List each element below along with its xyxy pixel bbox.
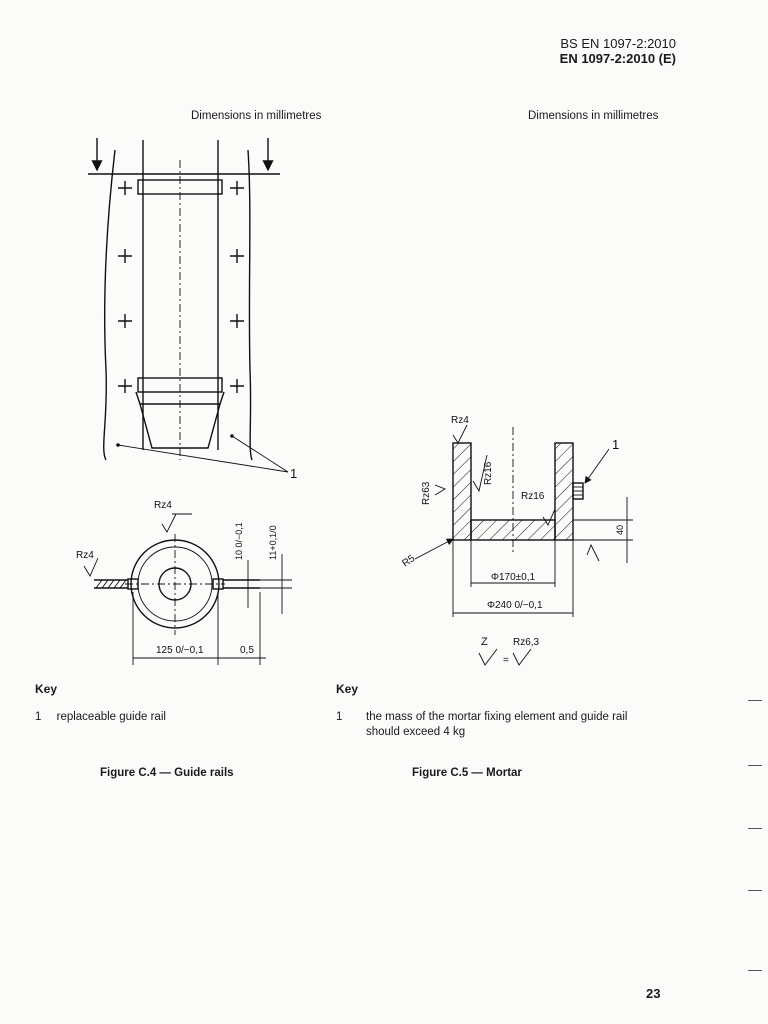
dim-05: 0,5	[240, 645, 254, 656]
left-dimensions-note: Dimensions in millimetres	[191, 110, 322, 122]
dim-11: 11+0,1/0	[268, 525, 278, 560]
mortar-drawing: 1 Rz4 Rz63 Rz16 Rz16 R5 40 Φ170±0,1 Φ240…	[400, 415, 633, 666]
rz4-top-label: Rz4	[154, 500, 172, 511]
right-key-heading: Key	[336, 682, 359, 696]
left-outer-edge	[103, 149, 116, 461]
margin-mark	[748, 700, 762, 701]
left-key-item: 1 replaceable guide rail	[35, 710, 295, 725]
r5-label: R5	[400, 553, 417, 570]
dim-40: 40	[615, 525, 625, 535]
margin-mark	[748, 890, 762, 891]
z-label: Z	[481, 636, 488, 648]
dim-170: Φ170±0,1	[491, 572, 535, 583]
equals-sign: =	[503, 655, 509, 666]
margin-mark	[748, 970, 762, 971]
rz16-label-b: Rz16	[521, 491, 545, 502]
right-key-text: the mass of the mortar fixing element an…	[366, 711, 628, 738]
margin-mark	[748, 765, 762, 766]
rz16-label-a: Rz16	[483, 461, 494, 485]
guide-rail-callout: 1	[290, 466, 297, 481]
rz4-left-label: Rz4	[76, 550, 94, 561]
left-key-heading: Key	[35, 682, 58, 696]
mortar-callout: 1	[612, 437, 619, 452]
margin-mark	[748, 828, 762, 829]
right-dimensions-note: Dimensions in millimetres	[528, 110, 659, 122]
right-key-item: 1 the mass of the mortar fixing element …	[336, 710, 636, 740]
dim-125: 125 0/−0,1	[156, 645, 204, 656]
rz63-label: Rz63	[421, 481, 432, 505]
rz63-z-label: Rz6,3	[513, 637, 540, 648]
dim-10: 10 0/−0,1	[234, 522, 244, 560]
page-number: 23	[646, 986, 661, 1001]
right-key-number: 1	[336, 711, 343, 723]
figure-c5-caption: Figure C.5 — Mortar	[412, 767, 522, 779]
right-outer-edge	[247, 149, 253, 461]
rz4-label: Rz4	[451, 415, 469, 426]
dim-240: Φ240 0/−0,1	[487, 600, 543, 611]
standard-number-bs: BS EN 1097-2:2010	[560, 36, 676, 51]
left-key-text: replaceable guide rail	[56, 711, 166, 723]
figure-c4-caption: Figure C.4 — Guide rails	[100, 767, 234, 779]
standard-number-en: EN 1097-2:2010 (E)	[559, 51, 676, 66]
left-key-number: 1	[35, 711, 42, 723]
guide-rails-drawing: 1 Rz4 Rz4 10 0/−0,1 11+0,1/0 125 0/−0,1 …	[76, 138, 297, 665]
